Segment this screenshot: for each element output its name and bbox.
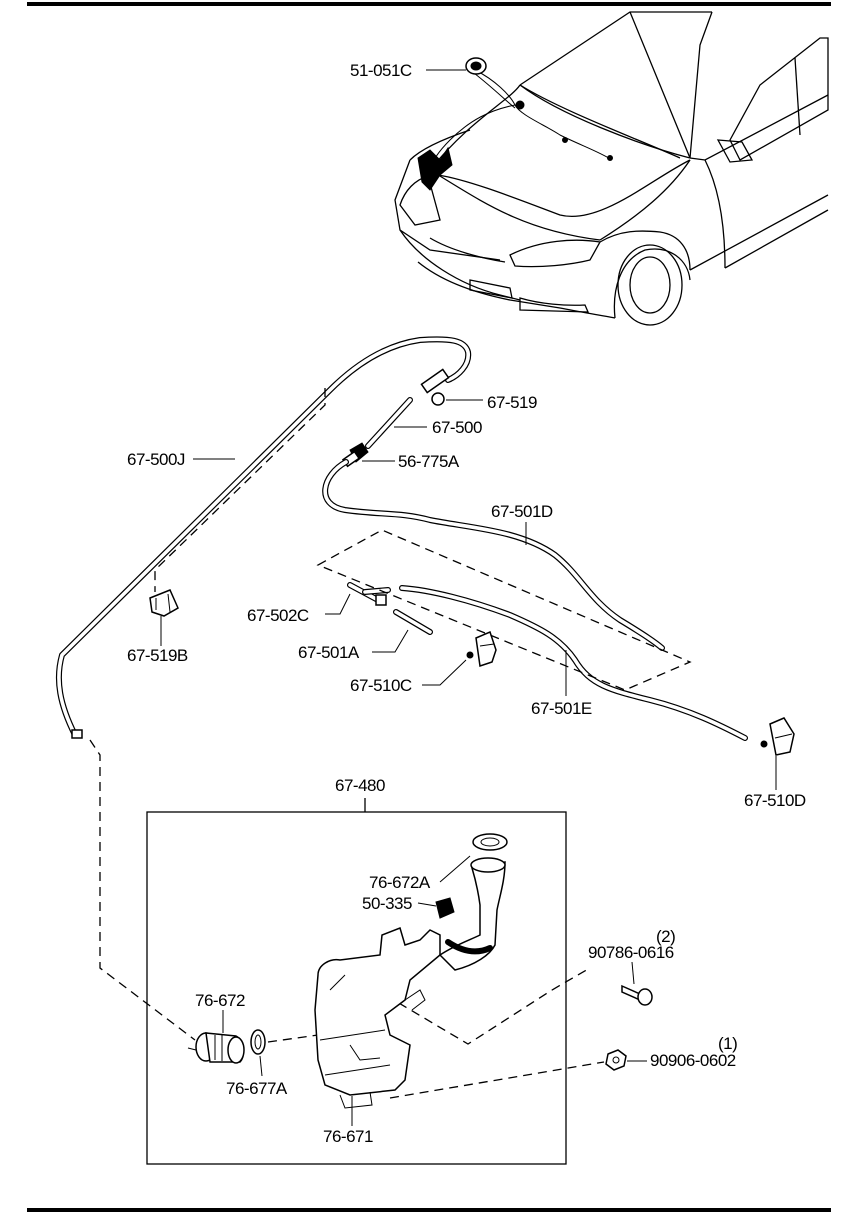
label-76-672: 76-672 [195, 991, 245, 1010]
hood-nozzle-icon [515, 100, 525, 110]
label-56-775A: 56-775A [398, 452, 460, 471]
bottom-border [27, 1208, 831, 1212]
label-67-519B: 67-519B [127, 646, 188, 665]
label-50-335: 50-335 [362, 894, 412, 913]
reservoir-illustration [187, 833, 508, 1109]
label-67-501A: 67-501A [298, 643, 360, 662]
t-joint-icon [420, 368, 450, 394]
nut-icon [605, 1049, 627, 1071]
label-76-671: 76-671 [323, 1127, 373, 1146]
leader-lines [160, 69, 777, 1126]
y-connector-icon [375, 594, 387, 606]
label-76-677A: 76-677A [226, 1079, 288, 1098]
clip-icon [435, 897, 455, 919]
label-90786-0616: 90786-0616 [588, 943, 674, 962]
reservoir-group-box [146, 811, 567, 1165]
pump-grommet-icon [250, 1029, 266, 1055]
washer-nozzle-icon [475, 630, 497, 667]
label-qty-2: (2) [656, 927, 675, 946]
label-51-051C: 51-051C [350, 61, 412, 80]
label-67-510C: 67-510C [350, 676, 412, 695]
top-border [27, 2, 831, 6]
vehicle-illustration [394, 11, 829, 326]
hose-clip-icon [149, 589, 179, 617]
label-67-480: 67-480 [335, 776, 385, 795]
filler-cap-icon [472, 833, 508, 851]
hose-assembly [55, 336, 795, 756]
label-67-510D: 67-510D [744, 791, 806, 810]
bolt-icon [621, 984, 653, 1006]
label-67-501D: 67-501D [491, 502, 553, 521]
label-qty-1: (1) [718, 1034, 737, 1053]
label-90906-0602: 90906-0602 [650, 1051, 736, 1070]
label-67-502C: 67-502C [247, 606, 309, 625]
label-67-500J: 67-500J [127, 450, 185, 469]
label-67-519: 67-519 [487, 393, 537, 412]
label-67-501E: 67-501E [531, 699, 592, 718]
label-67-500: 67-500 [432, 418, 482, 437]
label-76-672A: 76-672A [369, 873, 431, 892]
